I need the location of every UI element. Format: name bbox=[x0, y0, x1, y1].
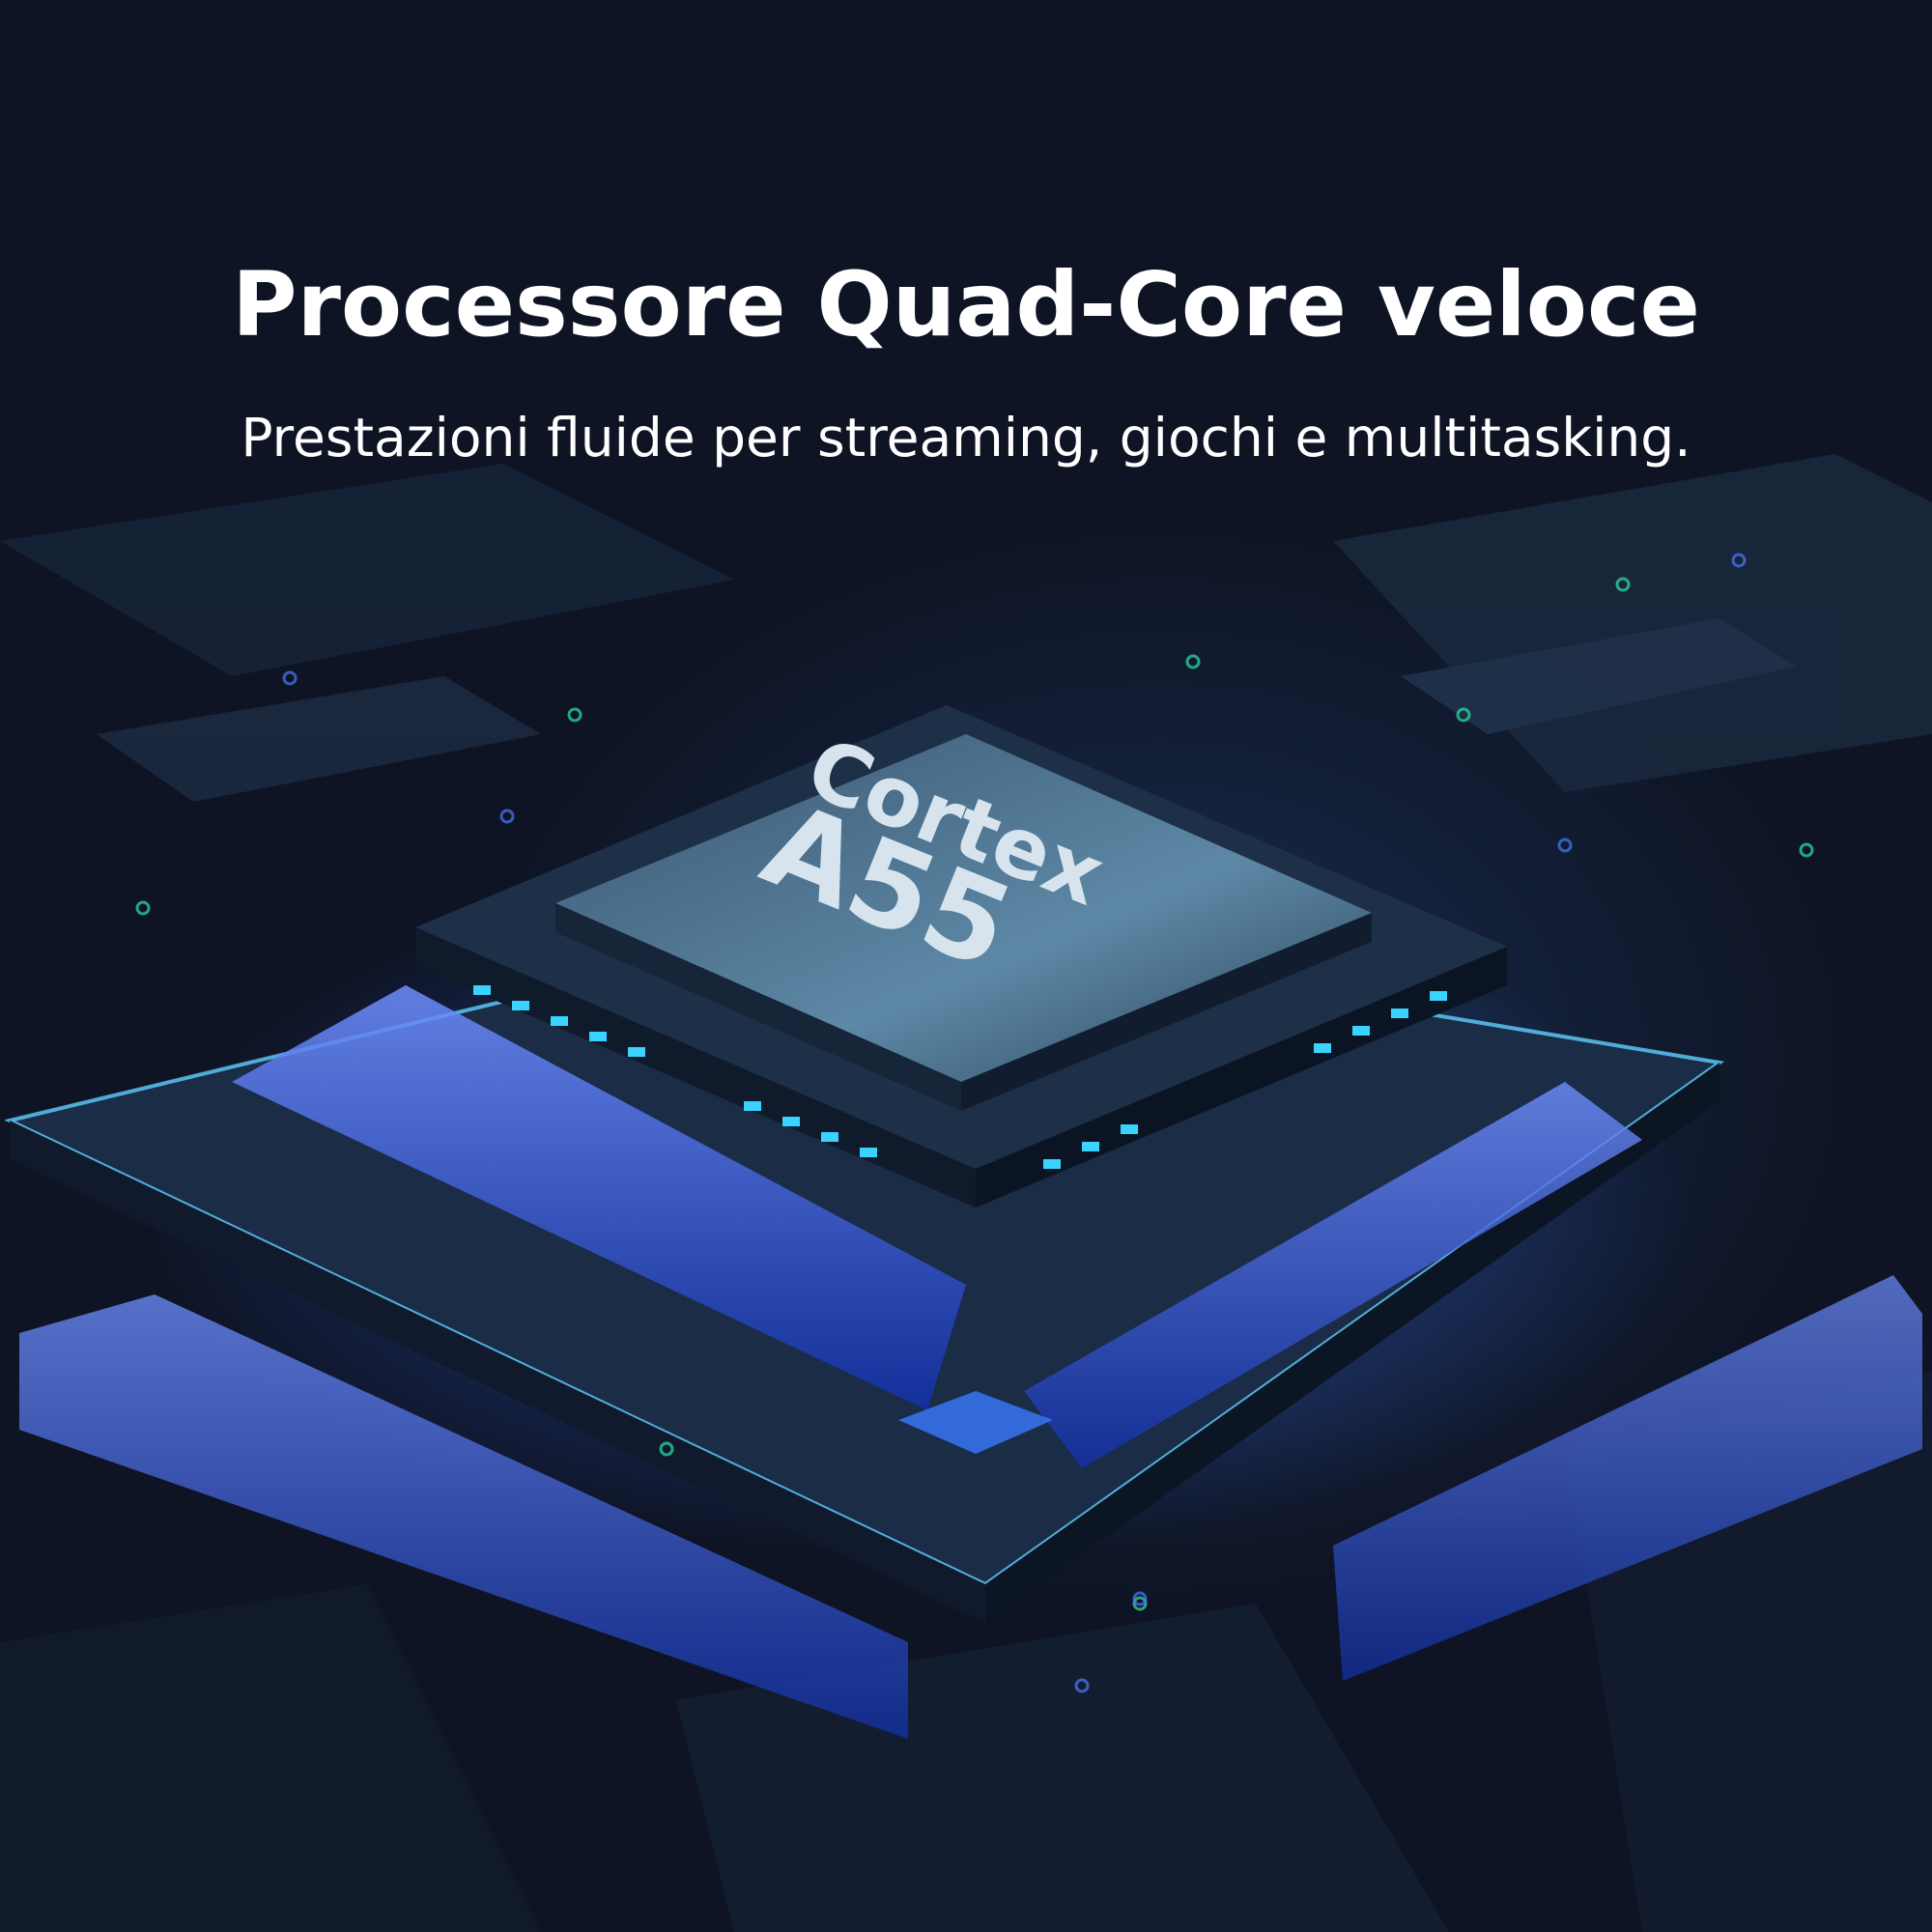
indicator-dots bbox=[135, 577, 1814, 1611]
blue-dots bbox=[282, 553, 1747, 1693]
cyan-pin-lights bbox=[473, 985, 1447, 1169]
glow-pad bbox=[898, 1391, 1053, 1454]
subheadline: Prestazioni fluide per streaming, giochi… bbox=[241, 407, 1691, 469]
headline: Processore Quad-Core veloce bbox=[232, 253, 1700, 356]
blue-pin-arrays bbox=[19, 985, 1922, 1739]
